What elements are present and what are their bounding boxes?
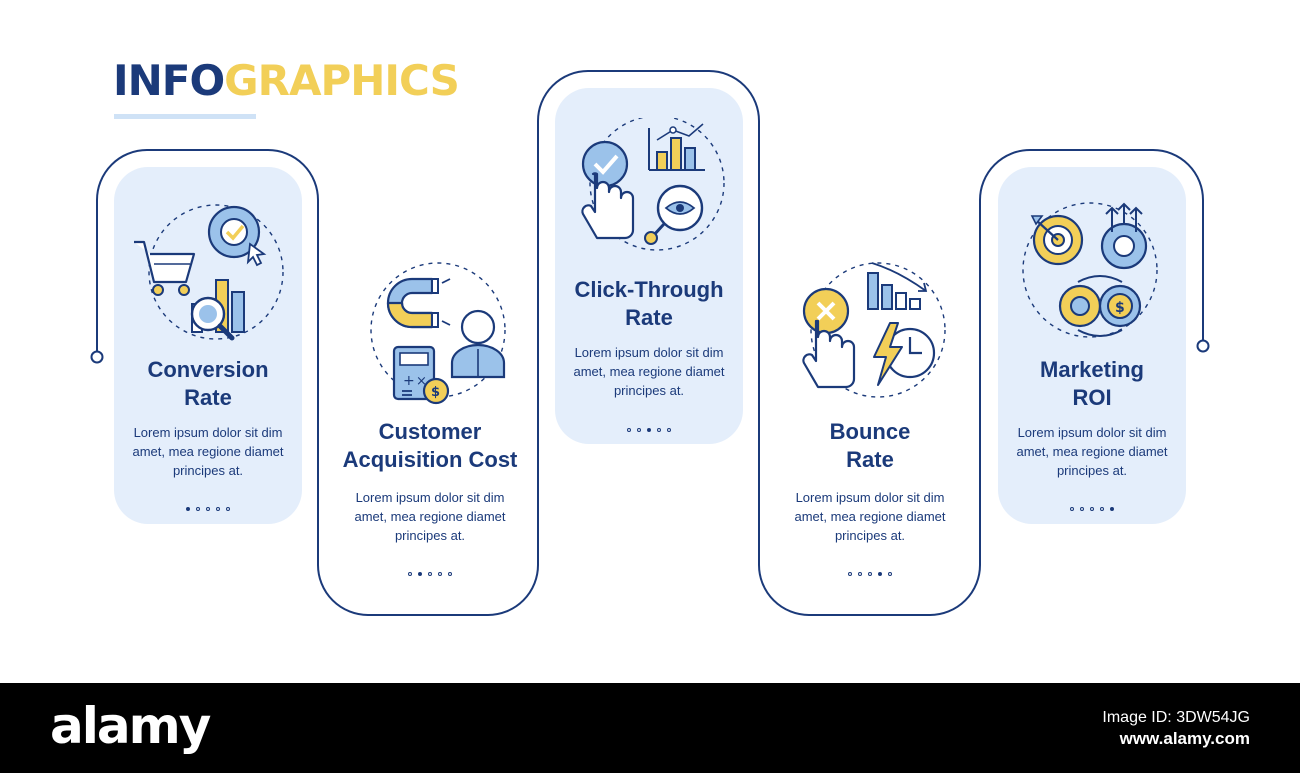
frame-end-node [1196,339,1210,353]
indicator-dot-active [878,571,882,576]
indicator-dot [637,427,641,432]
image-id: Image ID: 3DW54JG [1102,709,1250,726]
indicator-dot [448,571,452,576]
step-title: Customer Acquisition Cost [342,419,518,472]
title-underline [114,114,256,119]
indicator-dot [1090,506,1094,511]
step-description: Lorem ipsum dolor sit dim amet, mea regi… [573,345,725,398]
indicator-dot-active [418,571,422,576]
indicator-dot [868,571,872,576]
svg-text:×: × [416,374,427,389]
step-description: Lorem ipsum dolor sit dim amet, mea regi… [354,490,506,543]
step-title: Marketing ROI [1040,357,1144,410]
marketing-roi-icon: $ [1008,202,1176,352]
indicator-dot [1100,506,1104,511]
step-panel-bounce-rate: Bounce Rate Lorem ipsum dolor sit dim am… [776,245,964,595]
step-indicator [114,500,302,511]
step-indicator [555,421,743,432]
bounce-rate-icon [786,257,954,407]
frame-2-outline [317,352,539,616]
step-description: Lorem ipsum dolor sit dim amet, mea regi… [132,425,284,478]
indicator-dot-active [1110,506,1114,511]
step-title: Conversion Rate [147,357,269,410]
step-title: Click-Through Rate [574,277,724,330]
indicator-dot [216,506,220,511]
indicator-dot [408,571,412,576]
step-description: Lorem ipsum dolor sit dim amet, mea regi… [1016,425,1168,478]
step-title: Bounce Rate [829,419,911,472]
indicator-dot [888,571,892,576]
indicator-dot-active [186,506,190,511]
svg-text:+: + [403,373,415,389]
indicator-dot-active [647,427,651,432]
frame-4-outline [758,352,981,616]
brand-logo: alamy [50,697,211,755]
site-url: www.alamy.com [1119,729,1250,748]
step-indicator [998,500,1186,511]
click-through-rate-icon [565,115,733,268]
indicator-dot [1080,506,1084,511]
indicator-dot [196,506,200,511]
step-frames [90,70,1210,616]
indicator-dot [858,571,862,576]
title-part-graphics: GRAPHICS [224,56,460,105]
frame-3-outline [537,70,760,352]
step-panel-customer-acquisition-cost: + × $ Customer Acquisition Cost Lorem ip… [336,245,524,595]
frame-1-outline [96,149,319,352]
indicator-dot [848,571,852,576]
frame-5-outline [979,149,1204,352]
step-panel-conversion-rate: Conversion Rate Lorem ipsum dolor sit di… [114,167,302,524]
indicator-dot [627,427,631,432]
step-panel-marketing-roi: $ Marketing ROI Lorem ipsum dolor sit di… [998,167,1186,524]
indicator-dot [667,427,671,432]
indicator-dot [428,571,432,576]
indicator-dot [1070,506,1074,511]
step-indicator [336,565,524,576]
conversion-rate-icon [124,202,292,352]
step-indicator [776,565,964,576]
step-panel-click-through-rate: Click-Through Rate Lorem ipsum dolor sit… [555,88,743,444]
frame-start-node [90,350,104,364]
footer-bar: alamy Image ID: 3DW54JG www.alamy.com [0,683,1300,773]
step-description: Lorem ipsum dolor sit dim amet, mea regi… [794,490,946,543]
indicator-dot [206,506,210,511]
indicator-dot [438,571,442,576]
infographic-canvas: INFOGRAPHICS [90,59,1210,616]
indicator-dot [226,506,230,511]
indicator-dot [657,427,661,432]
customer-acquisition-cost-icon: + × $ [346,257,514,407]
svg-text:$: $ [1115,300,1125,316]
svg-text:$: $ [431,385,440,400]
title-part-info: INFO [113,56,225,105]
infographic-title: INFOGRAPHICS [113,60,460,102]
